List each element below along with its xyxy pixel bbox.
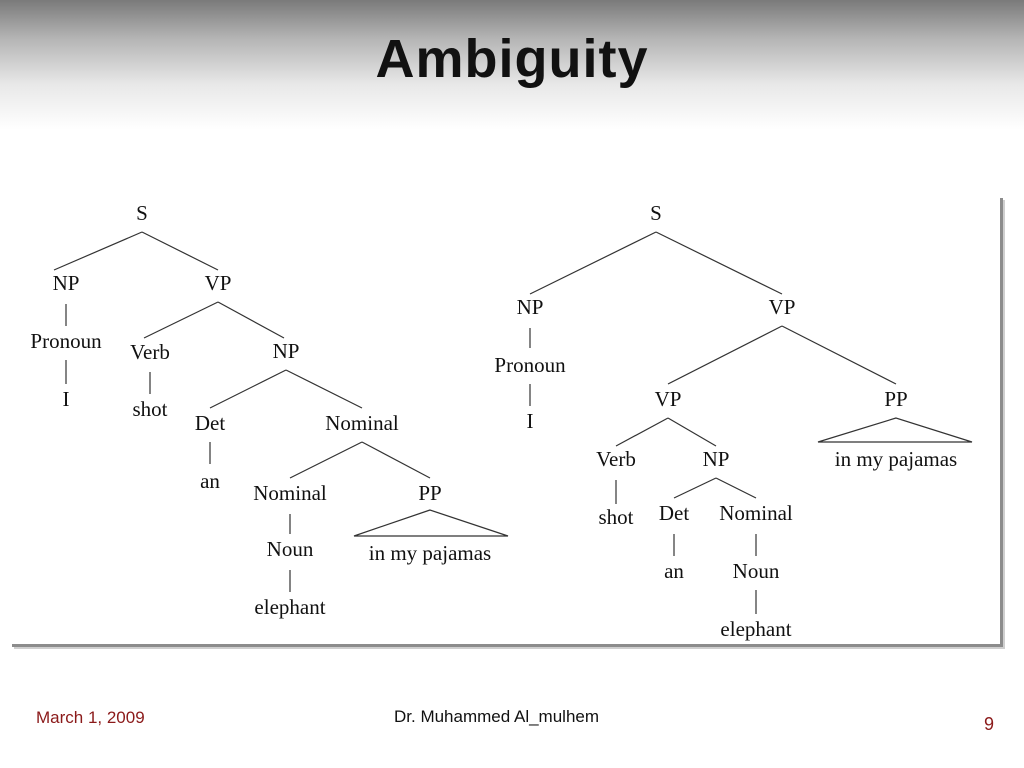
edge-vp-verb <box>143 301 219 339</box>
edge-np-det <box>209 369 287 409</box>
left-an: an <box>200 469 220 493</box>
right-pp-phrase: in my pajamas <box>835 447 957 471</box>
footer-author: Dr. Muhammed Al_mulhem <box>394 707 600 726</box>
edge-r-vp-vp <box>667 325 783 385</box>
right-shot: shot <box>598 505 633 529</box>
title-band <box>0 0 1024 130</box>
edge-r-s-vp <box>655 231 783 295</box>
left-np: NP <box>53 271 80 295</box>
left-vp: VP <box>205 271 232 295</box>
left-det: Det <box>195 411 225 435</box>
left-nominal2: Nominal <box>253 481 327 505</box>
left-shot: shot <box>132 397 167 421</box>
left-np2: NP <box>273 339 300 363</box>
left-i: I <box>63 387 70 411</box>
right-i: I <box>527 409 534 433</box>
page-number: 9 <box>984 714 995 734</box>
left-verb: Verb <box>130 340 170 364</box>
left-nominal: Nominal <box>325 411 399 435</box>
edge-r-vp-pp <box>781 325 897 385</box>
r-pp-triangle <box>817 417 973 443</box>
parse-tree-figure: S NP VP Pronoun I Verb NP shot Det Nomin… <box>12 198 1003 647</box>
right-pp: PP <box>884 387 907 411</box>
edge-s-np <box>53 231 143 271</box>
edge-vp-np <box>217 301 285 339</box>
left-pp: PP <box>418 481 441 505</box>
edge-np-nominal <box>285 369 363 409</box>
left-elephant: elephant <box>254 595 325 619</box>
pp-triangle <box>353 509 509 537</box>
edge-r-np-det <box>673 477 717 499</box>
right-elephant: elephant <box>720 617 791 641</box>
edge-r-vp2-verb <box>615 417 669 447</box>
left-noun: Noun <box>267 537 314 561</box>
parse-tree-diagram: S NP VP Pronoun I Verb NP shot Det Nomin… <box>30 201 973 641</box>
right-vp2: VP <box>655 387 682 411</box>
right-nominal: Nominal <box>719 501 793 525</box>
right-parse-tree: S NP VP Pronoun I VP PP in my pajamas Ve… <box>494 201 973 641</box>
right-vp: VP <box>769 295 796 319</box>
right-s: S <box>650 201 662 225</box>
edge-nominal-nominal <box>289 441 363 479</box>
footer-date: March 1, 2009 <box>36 708 145 727</box>
right-np: NP <box>517 295 544 319</box>
right-pronoun: Pronoun <box>494 353 566 377</box>
left-pronoun: Pronoun <box>30 329 102 353</box>
left-s: S <box>136 201 148 225</box>
right-det: Det <box>659 501 689 525</box>
edge-r-vp2-np <box>667 417 717 447</box>
right-noun: Noun <box>733 559 780 583</box>
edge-s-vp <box>141 231 219 271</box>
right-np2: NP <box>703 447 730 471</box>
right-verb: Verb <box>596 447 636 471</box>
slide-title: Ambiguity <box>375 29 649 89</box>
left-parse-tree: S NP VP Pronoun I Verb NP shot Det Nomin… <box>30 201 509 619</box>
edge-nominal-pp <box>361 441 431 479</box>
right-an: an <box>664 559 684 583</box>
edge-r-np-nominal <box>715 477 757 499</box>
edge-r-s-np <box>529 231 657 295</box>
left-pp-phrase: in my pajamas <box>369 541 491 565</box>
